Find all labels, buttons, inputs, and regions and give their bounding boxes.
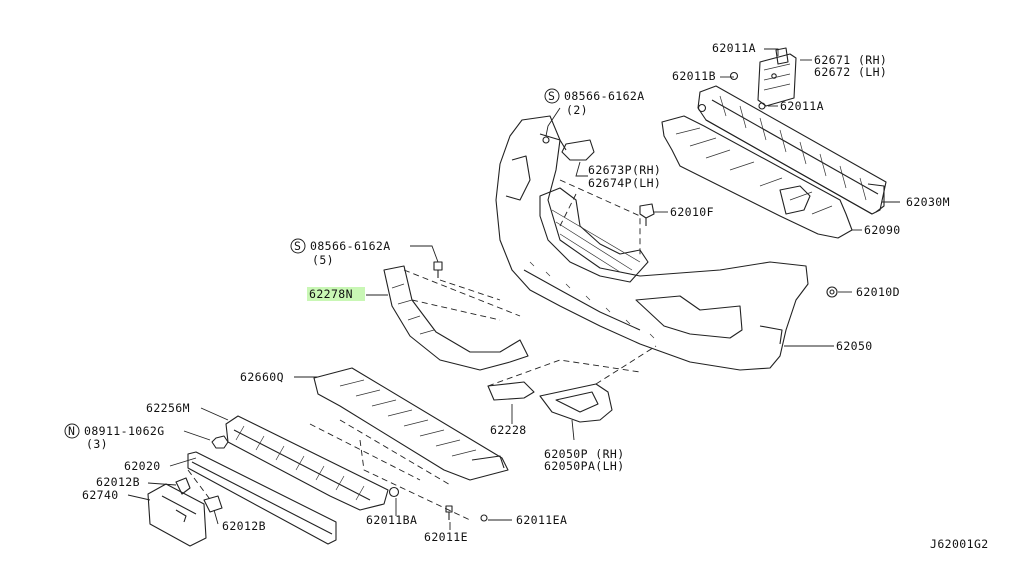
undercover-62660q	[313, 367, 509, 481]
bolt-62011e	[445, 505, 453, 520]
garnish-62256m	[225, 415, 389, 511]
bolt-62011ba	[388, 486, 400, 498]
label-08566-top-qty: (2)	[566, 103, 588, 117]
label-62011ba: 62011BA	[366, 513, 417, 527]
s-symbol-mid: S	[294, 239, 301, 253]
s-symbol-top: S	[548, 89, 555, 103]
cover-62228	[487, 381, 535, 401]
highlight-62278n	[307, 287, 365, 301]
label-62010f: 62010F	[670, 205, 714, 219]
label-62050: 62050	[836, 339, 873, 353]
label-62011ea: 62011EA	[516, 513, 567, 527]
label-08566-mid: 08566-6162A	[310, 239, 391, 253]
bolt-62011a-top	[729, 71, 739, 81]
label-62671: 62671 (RH)	[814, 53, 887, 67]
s-symbol-circle-mid	[290, 238, 306, 254]
label-62660q: 62660Q	[240, 370, 284, 384]
screw-08566-upper	[542, 136, 550, 144]
label-08566-top: 08566-6162A	[564, 89, 645, 103]
deflector-62278n	[383, 265, 529, 371]
leader-lines	[127, 48, 900, 530]
label-62012b-bottom: 62012B	[222, 519, 266, 533]
label-62011b-top: 62011B	[672, 69, 716, 83]
clip-62010d	[826, 286, 838, 298]
label-62256m: 62256M	[146, 401, 190, 415]
label-62012b-left: 62012B	[96, 475, 140, 489]
label-62050pa: 62050PA(LH)	[544, 459, 625, 473]
clip-62012b-left	[175, 477, 191, 495]
bolt-62011a-mid	[758, 102, 766, 110]
screw-08566-lower	[433, 261, 443, 278]
bracket-62671	[757, 47, 797, 107]
clip-62010f	[639, 203, 655, 226]
assembly-lines	[187, 179, 657, 521]
bumper-fascia-62050	[495, 115, 809, 371]
label-62673p: 62673P(RH)	[588, 163, 661, 177]
diagram-code: J62001G2	[930, 537, 989, 551]
license-bracket-62740	[147, 483, 207, 547]
n-symbol: N	[68, 424, 75, 438]
label-62672: 62672 (LH)	[814, 65, 887, 79]
molding-62020	[187, 451, 337, 545]
label-62011a-mid: 62011A	[780, 99, 824, 113]
label-08566-mid-qty: (5)	[312, 253, 334, 267]
clip-62012b-bottom	[203, 495, 223, 513]
bolt-62011ea	[480, 514, 488, 522]
nut-08911	[211, 435, 229, 449]
label-62030m: 62030M	[906, 195, 950, 209]
label-62090: 62090	[864, 223, 901, 237]
label-08911-qty: (3)	[86, 437, 108, 451]
bracket-62673p	[539, 133, 595, 161]
label-62050p: 62050P (RH)	[544, 447, 625, 461]
label-08911: 08911-1062G	[84, 424, 165, 438]
fog-bezel-62050p	[539, 383, 613, 423]
energy-absorber-62090	[661, 115, 853, 239]
label-62011e: 62011E	[424, 530, 468, 544]
bolt-62011b	[697, 103, 707, 113]
label-62011a-top: 62011A	[712, 41, 756, 55]
label-62278n[interactable]: 62278N	[309, 287, 353, 301]
label-62228: 62228	[490, 423, 527, 437]
label-62010d: 62010D	[856, 285, 900, 299]
s-symbol-circle-top	[544, 88, 560, 104]
label-62020: 62020	[124, 459, 161, 473]
label-62740: 62740	[82, 488, 119, 502]
n-symbol-circle	[64, 423, 80, 439]
label-62674p: 62674P(LH)	[588, 176, 661, 190]
callout-labels: 62011A 62671 (RH) 62672 (LH) 62011B 6201…	[64, 41, 989, 551]
